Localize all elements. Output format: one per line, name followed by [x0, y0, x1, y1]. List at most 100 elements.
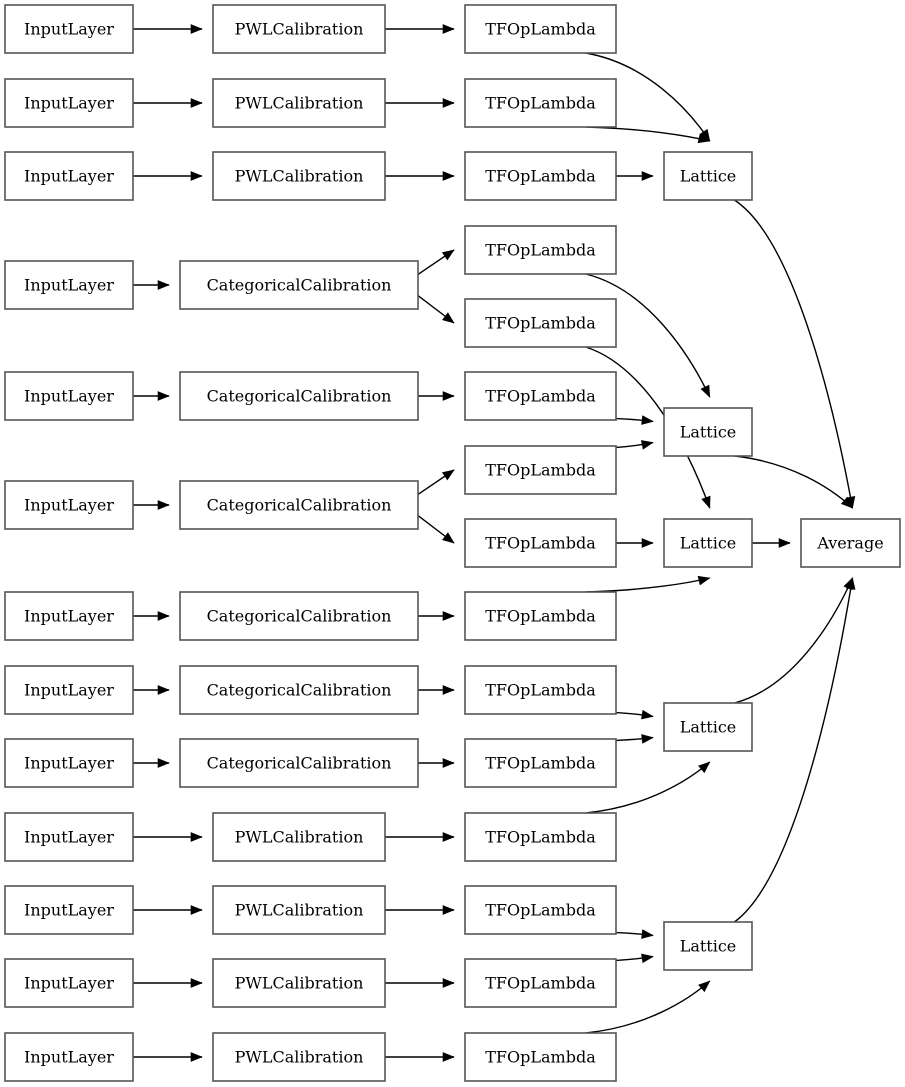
edge-lattice-to-average — [734, 577, 854, 704]
node-lattice[interactable]: Lattice — [663, 921, 753, 971]
node-box[interactable] — [212, 885, 386, 935]
arrowhead-35 — [641, 538, 654, 548]
node-box[interactable] — [663, 518, 753, 568]
node-box[interactable] — [4, 812, 134, 862]
node-box[interactable] — [4, 591, 134, 641]
edge-path — [733, 577, 854, 923]
node-inputlayer[interactable]: InputLayer — [4, 151, 134, 201]
node-box[interactable] — [464, 151, 617, 201]
arrowhead-18 — [442, 391, 455, 401]
node-pwlcalibration[interactable]: PWLCalibration — [212, 151, 386, 201]
node-inputlayer[interactable]: InputLayer — [4, 958, 134, 1008]
node-pwlcalibration[interactable]: PWLCalibration — [212, 4, 386, 54]
node-box[interactable] — [212, 4, 386, 54]
node-inputlayer[interactable]: InputLayer — [4, 591, 134, 641]
node-inputlayer[interactable]: InputLayer — [4, 665, 134, 715]
node-box[interactable] — [464, 812, 617, 862]
node-box[interactable] — [663, 921, 753, 971]
node-tfoplambda[interactable]: TFOpLambda — [464, 371, 617, 421]
node-tfoplambda[interactable]: TFOpLambda — [464, 4, 617, 54]
node-categoricalcalibration[interactable]: CategoricalCalibration — [179, 665, 419, 715]
arrowhead-42 — [698, 980, 711, 993]
node-box[interactable] — [464, 4, 617, 54]
node-tfoplambda[interactable]: TFOpLambda — [464, 812, 617, 862]
node-box[interactable] — [464, 665, 617, 715]
node-box[interactable] — [800, 518, 901, 568]
node-box[interactable] — [4, 4, 134, 54]
node-box[interactable] — [464, 518, 617, 568]
node-box[interactable] — [464, 298, 617, 348]
node-inputlayer[interactable]: InputLayer — [4, 812, 134, 862]
node-box[interactable] — [212, 812, 386, 862]
node-box[interactable] — [212, 151, 386, 201]
node-lattice[interactable]: Lattice — [663, 518, 753, 568]
node-box[interactable] — [464, 591, 617, 641]
node-pwlcalibration[interactable]: PWLCalibration — [212, 78, 386, 128]
node-tfoplambda[interactable]: TFOpLambda — [464, 518, 617, 568]
node-inputlayer[interactable]: InputLayer — [4, 1032, 134, 1082]
node-categoricalcalibration[interactable]: CategoricalCalibration — [179, 480, 419, 530]
node-box[interactable] — [4, 480, 134, 530]
node-tfoplambda[interactable]: TFOpLambda — [464, 151, 617, 201]
node-tfoplambda[interactable]: TFOpLambda — [464, 665, 617, 715]
node-lattice[interactable]: Lattice — [663, 702, 753, 752]
node-box[interactable] — [663, 702, 753, 752]
node-lattice[interactable]: Lattice — [663, 151, 753, 201]
node-box[interactable] — [4, 371, 134, 421]
node-categoricalcalibration[interactable]: CategoricalCalibration — [179, 738, 419, 788]
node-pwlcalibration[interactable]: PWLCalibration — [212, 812, 386, 862]
node-box[interactable] — [179, 591, 419, 641]
node-box[interactable] — [464, 78, 617, 128]
node-box[interactable] — [464, 1032, 617, 1082]
node-box[interactable] — [4, 151, 134, 201]
node-tfoplambda[interactable]: TFOpLambda — [464, 958, 617, 1008]
node-box[interactable] — [4, 958, 134, 1008]
node-inputlayer[interactable]: InputLayer — [4, 4, 134, 54]
node-tfoplambda[interactable]: TFOpLambda — [464, 1032, 617, 1082]
node-box[interactable] — [464, 738, 617, 788]
node-tfoplambda[interactable]: TFOpLambda — [464, 225, 617, 275]
node-box[interactable] — [4, 260, 134, 310]
node-box[interactable] — [212, 958, 386, 1008]
node-box[interactable] — [179, 738, 419, 788]
node-tfoplambda[interactable]: TFOpLambda — [464, 298, 617, 348]
node-box[interactable] — [663, 151, 753, 201]
node-inputlayer[interactable]: InputLayer — [4, 78, 134, 128]
node-inputlayer[interactable]: InputLayer — [4, 260, 134, 310]
node-tfoplambda[interactable]: TFOpLambda — [464, 738, 617, 788]
node-box[interactable] — [464, 885, 617, 935]
arrowhead-8 — [157, 758, 170, 768]
node-box[interactable] — [4, 665, 134, 715]
node-categoricalcalibration[interactable]: CategoricalCalibration — [179, 260, 419, 310]
node-tfoplambda[interactable]: TFOpLambda — [464, 445, 617, 495]
node-box[interactable] — [4, 78, 134, 128]
node-categoricalcalibration[interactable]: CategoricalCalibration — [179, 371, 419, 421]
node-categoricalcalibration[interactable]: CategoricalCalibration — [179, 591, 419, 641]
node-box[interactable] — [663, 407, 753, 457]
node-box[interactable] — [212, 1032, 386, 1082]
node-inputlayer[interactable]: InputLayer — [4, 371, 134, 421]
node-inputlayer[interactable]: InputLayer — [4, 885, 134, 935]
node-box[interactable] — [4, 1032, 134, 1082]
node-box[interactable] — [179, 665, 419, 715]
node-average[interactable]: Average — [800, 518, 901, 568]
node-pwlcalibration[interactable]: PWLCalibration — [212, 958, 386, 1008]
node-lattice[interactable]: Lattice — [663, 407, 753, 457]
node-inputlayer[interactable]: InputLayer — [4, 480, 134, 530]
node-tfoplambda[interactable]: TFOpLambda — [464, 885, 617, 935]
node-box[interactable] — [464, 371, 617, 421]
node-box[interactable] — [179, 260, 419, 310]
node-box[interactable] — [179, 480, 419, 530]
node-pwlcalibration[interactable]: PWLCalibration — [212, 885, 386, 935]
node-box[interactable] — [179, 371, 419, 421]
node-box[interactable] — [4, 885, 134, 935]
node-box[interactable] — [464, 958, 617, 1008]
node-inputlayer[interactable]: InputLayer — [4, 738, 134, 788]
node-box[interactable] — [212, 78, 386, 128]
node-pwlcalibration[interactable]: PWLCalibration — [212, 1032, 386, 1082]
node-box[interactable] — [464, 225, 617, 275]
node-tfoplambda[interactable]: TFOpLambda — [464, 78, 617, 128]
node-box[interactable] — [464, 445, 617, 495]
node-box[interactable] — [4, 738, 134, 788]
node-tfoplambda[interactable]: TFOpLambda — [464, 591, 617, 641]
